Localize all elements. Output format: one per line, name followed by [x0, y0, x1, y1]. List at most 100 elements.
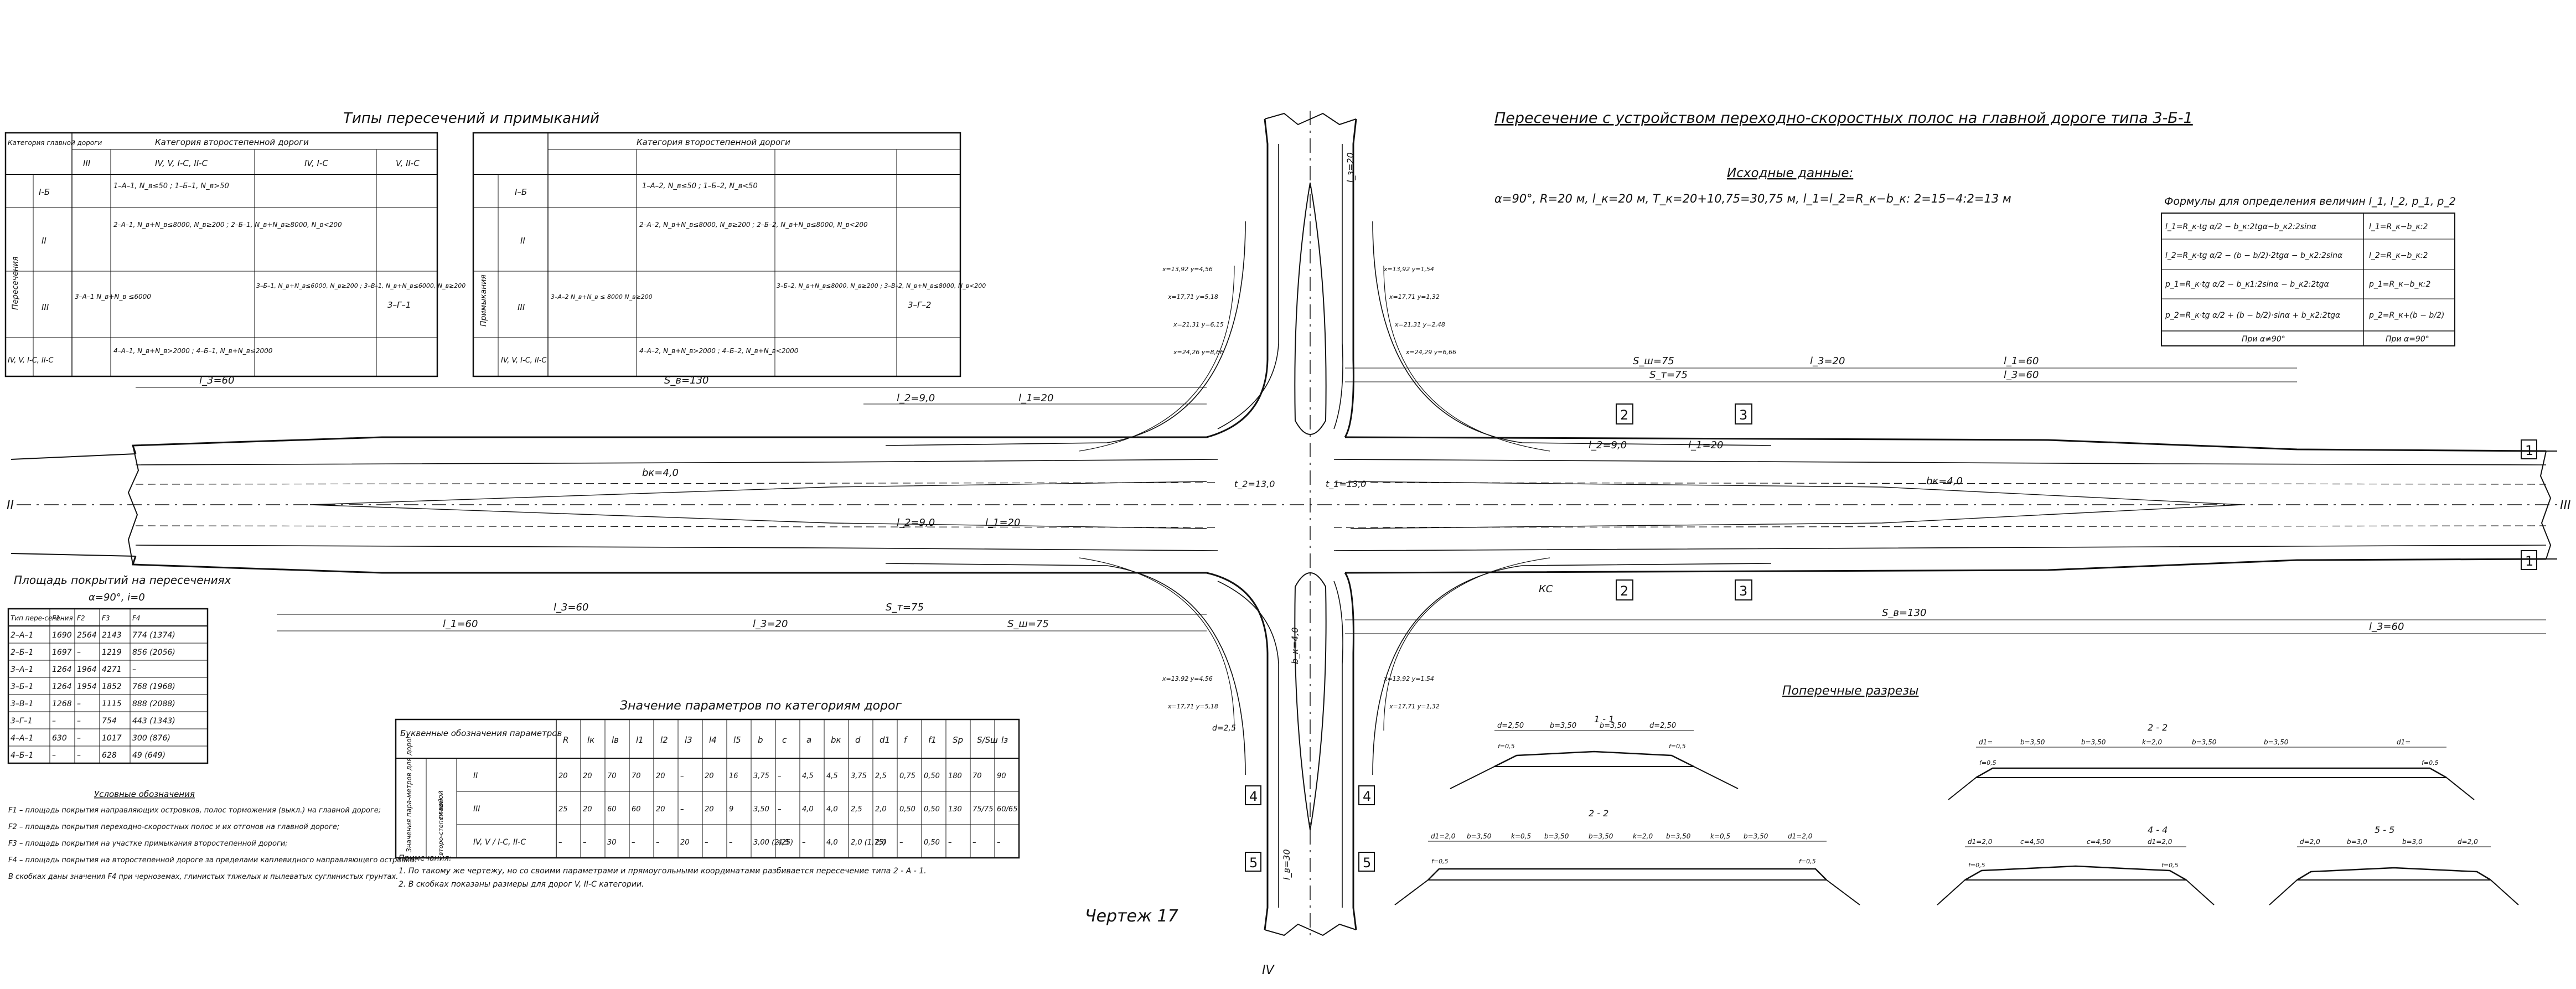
area-cell: 628 [102, 751, 117, 760]
s22b-f1: f=0,5 [1431, 858, 1449, 865]
s22b-d5: b=3,50 [1589, 832, 1613, 840]
dim-lz: l_з=20 [1345, 152, 1356, 183]
plan-coord-labels: x=13,92 y=4,56 x=17,71 y=5,18 x=21,31 y=… [1162, 266, 1456, 710]
plan-top-3: S_т=75 [1649, 369, 1688, 381]
params-side-1: Значения пара-метров для дорог [405, 735, 413, 852]
s44-d2: c=4,50 [2020, 838, 2045, 846]
params-col-header: bк [831, 735, 841, 745]
types-col-4: V, II-С [396, 158, 420, 168]
area-cell: 1852 [102, 682, 122, 691]
plan-top-5: l_3=60 [2004, 369, 2039, 381]
formula-footer-2: При α=90° [2386, 335, 2429, 344]
types-secondary-header-r: Категория второстепенной дороги [637, 137, 790, 147]
params-cell: – [802, 838, 806, 847]
params-cell: – [948, 838, 952, 847]
params-col-header: f1 [928, 735, 937, 745]
area-cell: 768 (1968) [132, 682, 175, 691]
s11-f2: f=0,5 [1669, 743, 1686, 750]
area-cell: – [77, 751, 81, 760]
params-col-header: lз [1001, 735, 1008, 745]
plan-bottom-7: l_2=9,0 [1589, 439, 1627, 451]
params-cell: 16 [729, 772, 738, 780]
params-cell: – [899, 838, 903, 847]
plan-bottom-3: S_ш=75 [1007, 618, 1049, 630]
sec-mark-3a: 3 [1739, 407, 1747, 423]
params-cell: 2,0 [875, 805, 887, 814]
types-rr4-c2: 4–А–2, N_в+N_в>2000 ; 4–Б–2, N_в+N_в<200… [639, 347, 799, 355]
params-cell: 4,5 [826, 772, 838, 780]
area-cell: – [132, 665, 136, 674]
params-cell: 25 [558, 805, 568, 814]
section-5-5: 5 - 5 d=2,0 b=3,0 b=3,0 d=2,0 [2269, 825, 2519, 905]
sec-mark-4a: 4 [1249, 789, 1258, 804]
types-rr3-c4: 3–Г–2 [908, 300, 931, 310]
params-col-header: b [758, 735, 763, 745]
s22a-d3: b=3,50 [2081, 738, 2106, 746]
area-cell: 1690 [52, 631, 72, 640]
s55-label: 5 - 5 [2375, 825, 2394, 835]
params-cell: 4,0 [802, 805, 814, 814]
area-cell: 888 (2088) [132, 700, 175, 708]
coord-7: x=21,31 y=2,48 [1394, 321, 1445, 328]
plan-bottom-8: l_1=20 [1688, 439, 1723, 451]
coord-10: x=17,71 y=5,18 [1167, 703, 1218, 710]
params-cell: 4,5 [802, 772, 814, 780]
coord-3: x=21,31 y=6,15 [1173, 321, 1224, 328]
s22b-d6: k=2,0 [1633, 832, 1653, 840]
params-cell: 90 [997, 772, 1006, 780]
coord-5: x=13,92 y=1,54 [1383, 266, 1434, 273]
s11-d3: b=3,50 [1600, 722, 1626, 730]
area-cell: 3–А–1 [11, 665, 33, 674]
params-row-category: II [473, 771, 478, 780]
coord-1: x=13,92 y=4,56 [1162, 266, 1213, 273]
area-cell: 1268 [52, 700, 72, 708]
params-cell: – [558, 838, 562, 847]
area-cell: – [52, 751, 56, 760]
s44-f1: f=0,5 [1968, 862, 1985, 869]
s22b-d3: k=0,5 [1511, 832, 1531, 840]
main-road: II III [7, 436, 2570, 574]
area-cell: 4271 [102, 665, 122, 674]
types-col-2: IV, V, I-С, II-С [155, 158, 208, 168]
params-cell: 3,00 (2,25) [753, 838, 793, 847]
area-cell: 754 [102, 717, 117, 726]
params-cell: 70 [973, 772, 982, 780]
params-col-header: l4 [709, 735, 717, 745]
tk-right: t_1=13,0 [1326, 479, 1366, 490]
types-rr4-c0: IV, V, I-С, II-С [501, 356, 547, 365]
params-cell: 0,50 [899, 805, 915, 814]
s11-d4: d=2,50 [1649, 722, 1676, 730]
plan-bottom-6: l_3=60 [2369, 621, 2404, 633]
plan-top-0: S_ш=75 [1633, 355, 1674, 367]
initial-data: α=90°, R=20 м, l_к=20 м, T_к=20+10,75=30… [1494, 192, 2011, 206]
sections-title: Поперечные разрезы [1782, 684, 1918, 698]
coord-11: x=13,92 y=1,54 [1383, 675, 1434, 682]
s11-d1: d=2,50 [1497, 722, 1524, 730]
params-table: Буквенные обозначения параметровЗначения… [395, 718, 1020, 859]
area-legend-3: F3 – площадь покрытия на участке примыка… [8, 840, 288, 848]
params-cell: 3,75 [753, 772, 769, 780]
formula-3b: p_1=R_к−b_к:2 [2368, 280, 2430, 289]
area-cell: 630 [52, 734, 67, 743]
drawing-number: Чертеж 17 [1085, 907, 1178, 926]
types-r2-c0: II [42, 236, 46, 246]
params-col-header: l1 [636, 735, 644, 745]
section-1-1: 1 - 1 d=2,50 b=3,50 b=3,50 d=2,50 f=0,5 … [1450, 714, 1739, 789]
area-cell: 1964 [77, 665, 97, 674]
types-table-title: Типы пересечений и примыканий [343, 110, 599, 127]
initial-data-title: Исходные данные: [1727, 166, 1853, 180]
params-cell: – [656, 838, 660, 847]
plan-bottom-8b: l_1=20 [985, 517, 1020, 529]
params-col-header: l5 [733, 735, 741, 745]
types-rr2-c2: 2–А–2, N_в+N_в≤8000, N_в≥200 ; 2–Б–2, N_… [639, 221, 868, 229]
params-cell: 0,50 [924, 805, 940, 814]
formula-3a: p_1=R_к·tg α/2 − b_к1:2sinα − b_к2:2tgα [2165, 280, 2330, 289]
s44-label: 4 - 4 [2148, 825, 2168, 835]
params-cell: 60 [632, 805, 641, 814]
sec-mark-3b: 3 [1739, 583, 1747, 599]
s11-label: 1 - 1 [1594, 714, 1614, 724]
params-cell: 60/65 [997, 805, 1017, 814]
params-col-header: а [806, 735, 811, 745]
secondary-road: IV l_з=20 l_в=30 b_к=4,0 t_2=13,0 t_1=13… [885, 111, 1772, 977]
